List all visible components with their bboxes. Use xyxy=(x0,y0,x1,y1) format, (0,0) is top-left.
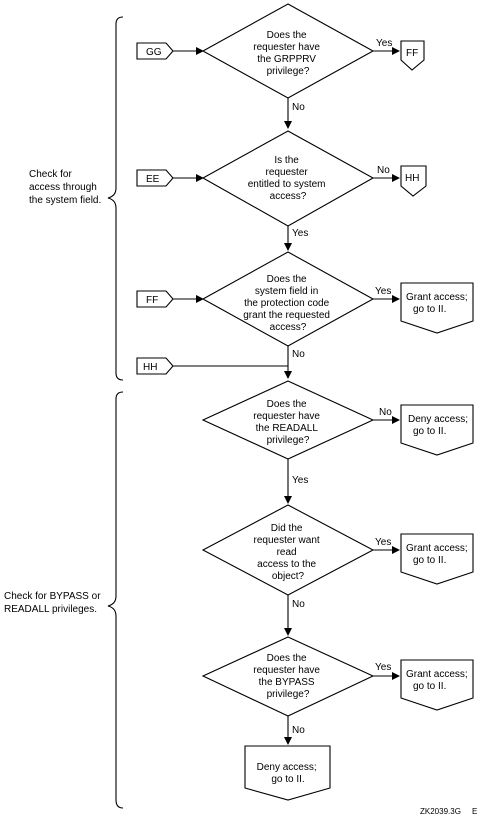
decision-grpprv-text: Does the requester have the GRPPRV privi… xyxy=(253,30,323,77)
connector-ff-in xyxy=(136,290,174,308)
connector-hh-out-label: HH xyxy=(405,173,419,184)
decision-grpprv xyxy=(201,3,375,99)
connector-hh-in xyxy=(136,357,174,375)
side-label-bypass-readall: Check for BYPASS or READALL privileges. xyxy=(4,591,103,615)
d2-yes-label: Yes xyxy=(292,228,308,239)
result-deny-final xyxy=(244,745,331,801)
decision-bypass xyxy=(201,636,375,717)
connector-ee xyxy=(136,169,174,187)
decision-read-access-text: Did the requester want read access to th… xyxy=(254,523,323,582)
d5-yes-label: Yes xyxy=(375,537,391,548)
connector-ee-label: EE xyxy=(146,174,160,185)
result-grant-read xyxy=(400,533,474,585)
result-grant-read-text: Grant access; go to II. xyxy=(406,543,470,566)
result-grant-system xyxy=(400,282,474,334)
result-deny-readall-text: Deny access; go to II. xyxy=(408,414,471,437)
decision-readall-text: Does the requester have the READALL priv… xyxy=(253,399,323,446)
d2-no-label: No xyxy=(377,165,390,176)
figure-code: ZK2039.3G xyxy=(420,807,461,816)
decision-protection-code-text: Does the system field in the protection … xyxy=(243,274,333,333)
d4-yes-label: Yes xyxy=(292,475,308,486)
d3-no-label: No xyxy=(292,349,305,360)
connector-ff-out-label: FF xyxy=(406,48,418,59)
decision-readall xyxy=(201,380,375,460)
d1-no-label: No xyxy=(292,102,305,113)
result-grant-bypass xyxy=(400,659,474,711)
result-deny-final-text: Deny access; go to II. xyxy=(257,762,320,785)
result-grant-system-text: Grant access; go to II. xyxy=(406,292,470,315)
decision-system-access-text: Is the requester entitled to system acce… xyxy=(248,155,329,202)
d1-yes-label: Yes xyxy=(376,38,392,49)
decision-bypass-text: Does the requester have the BYPASS privi… xyxy=(253,653,323,700)
connector-hh-in-label: HH xyxy=(143,362,157,373)
d5-no-label: No xyxy=(292,599,305,610)
figure-letter: E xyxy=(472,807,477,816)
decision-system-access xyxy=(201,130,375,227)
connector-hh-out xyxy=(400,165,427,197)
side-label-system-field: Check for access through the system fiel… xyxy=(29,169,101,206)
brace-bypass-readall xyxy=(107,391,124,809)
brace-system-field xyxy=(107,16,124,381)
connector-gg xyxy=(136,42,174,60)
d6-yes-label: Yes xyxy=(375,662,391,673)
decision-protection-code xyxy=(201,251,375,347)
connector-gg-label: GG xyxy=(146,47,162,58)
result-grant-bypass-text: Grant access; go to II. xyxy=(406,669,470,692)
d6-no-label: No xyxy=(292,725,305,736)
connector-ff-out xyxy=(400,40,425,71)
decision-read-access xyxy=(201,504,375,596)
result-deny-readall xyxy=(400,404,474,456)
connector-ff-in-label: FF xyxy=(146,295,158,306)
d4-no-label: No xyxy=(379,407,392,418)
d3-yes-label: Yes xyxy=(375,286,391,297)
